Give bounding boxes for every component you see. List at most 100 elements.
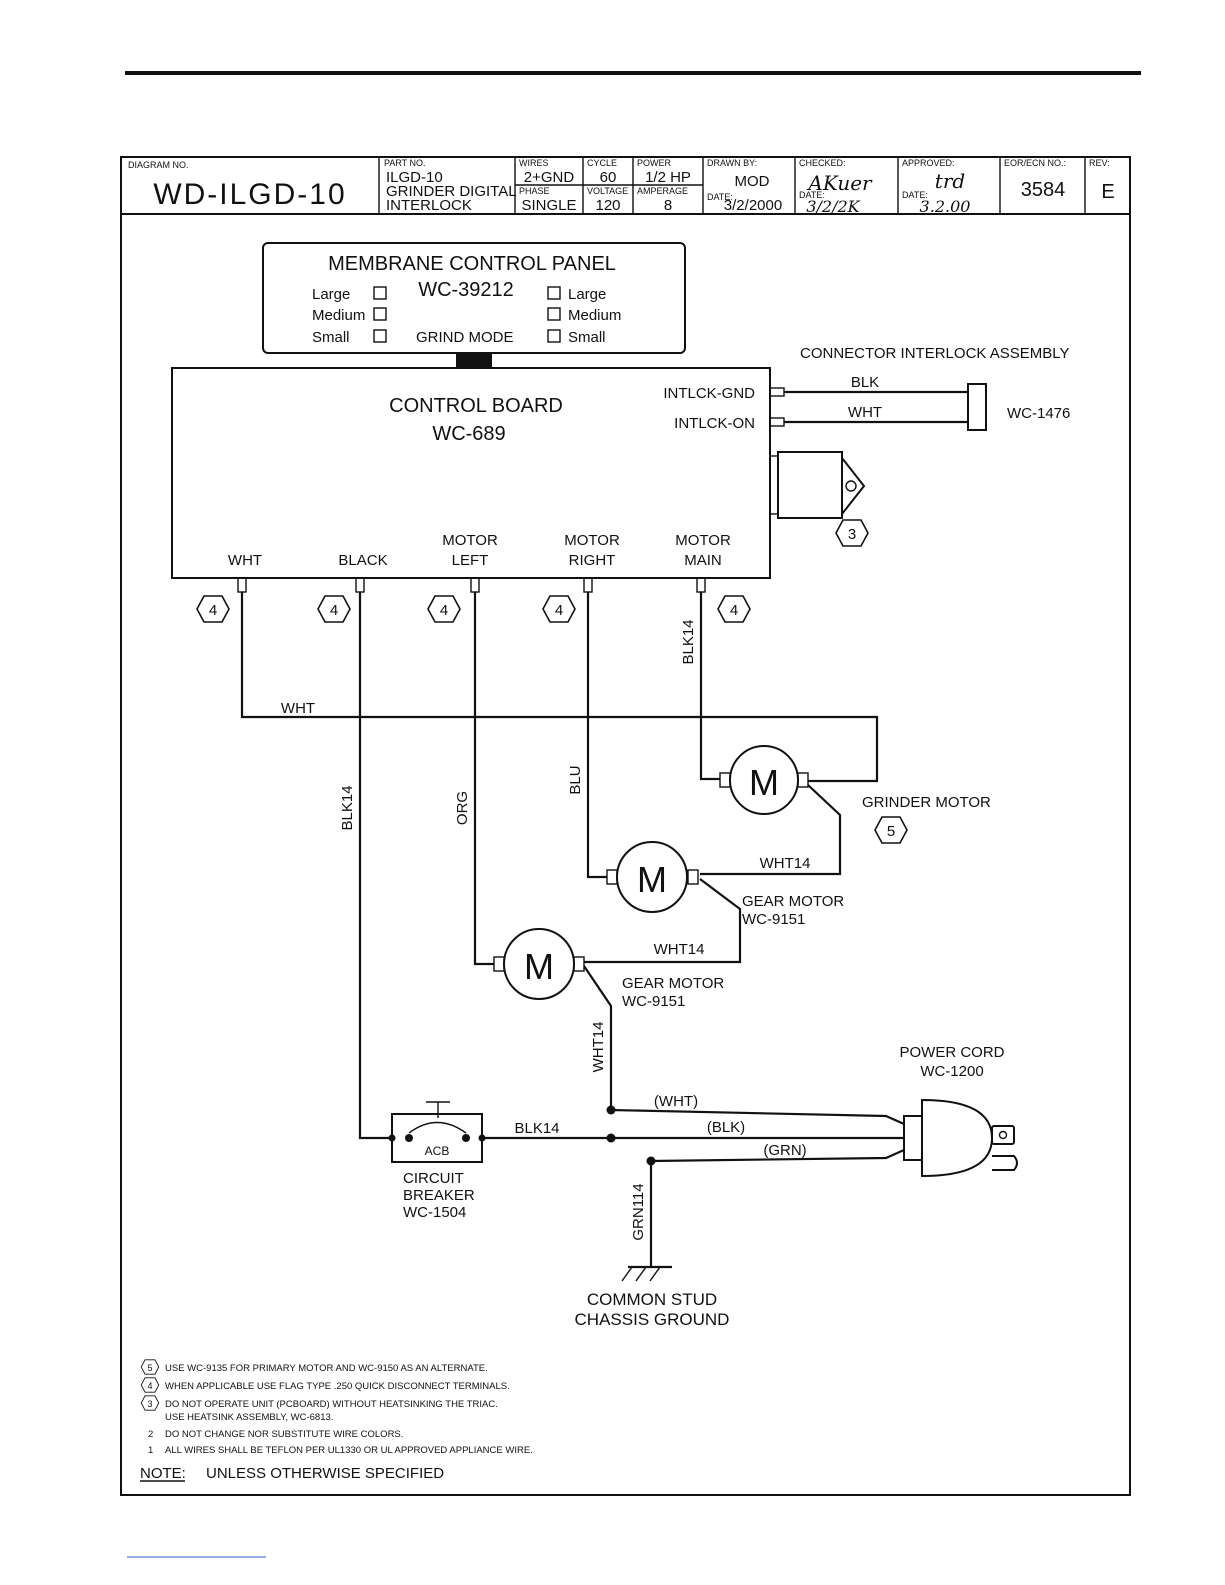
wire-grn114-label: GRN114 [630,1183,647,1240]
control-board: CONTROL BOARD WC-689 INTLCK-GND INTLCK-O… [171,367,866,593]
diagram-no: WD-ILGD-10 [153,178,346,211]
breaker-label-1: CIRCUIT [403,1170,464,1187]
right-medium-label: Medium [568,307,621,324]
wire-wht14-vertical [583,965,613,1110]
eco-value: 3584 [1021,179,1066,201]
right-large-key [547,286,561,300]
diagram-no-label: DIAGRAM NO. [128,160,189,170]
flag-3: 3 [835,519,869,547]
part-no: ILGD-10 [386,169,443,186]
wire-cord-grn [650,1148,905,1163]
wire-org [473,592,494,966]
cycle-label: CYCLE [587,158,617,168]
grind-mode-label: GRIND MODE [416,329,514,346]
wire-wht-label: WHT [281,700,315,717]
wire-blu-label: BLU [567,765,584,794]
wire-blk14-main-label: BLK14 [680,619,697,664]
flag-5-number: 5 [887,823,895,840]
wires-value: 2+GND [524,169,575,186]
power-cord-part: WC-1200 [920,1063,983,1080]
gear-motor-2-symbol: M [524,946,554,987]
wire-wht14-grinder [700,784,842,876]
flag-4-motor-left: 4 [427,595,461,623]
ground-label-1: COMMON STUD [587,1290,717,1309]
wire-wht14-gear-label: WHT14 [654,941,705,958]
note-3b: USE HEATSINK ASSEMBLY, WC-6813. [165,1412,333,1423]
right-small-key [547,329,561,343]
grinder-motor-label: GRINDER MOTOR [862,794,991,811]
terminal-wht [237,577,247,593]
wire-blk14-black-label: BLK14 [339,785,356,830]
wire-wht [240,592,879,783]
term-motor-main-label-2: MAIN [684,552,722,569]
intlck-on-label: INTLCK-ON [674,415,755,432]
intlck-gnd-label: INTLCK-GND [663,385,755,402]
note-4-number: 4 [147,1381,152,1391]
top-rule [125,71,1141,75]
wire-wht14-gear [584,878,742,964]
ribbon-connector [456,353,492,368]
breaker-part: WC-1504 [403,1204,466,1221]
control-board-title: CONTROL BOARD [389,395,563,417]
power-cord-plug: POWER CORD WC-1200 [900,1044,1018,1178]
membrane-part: WC-39212 [418,279,514,301]
checked-signature: AKuer [806,171,873,195]
drawing-frame [120,156,1131,1496]
term-black-label: BLACK [338,552,387,569]
left-large-key [373,286,387,300]
membrane-control-panel: MEMBRANE CONTROL PANEL WC-39212 Large Me… [262,242,686,368]
note-text: UNLESS OTHERWISE SPECIFIED [206,1465,444,1482]
note-5: USE WC-9135 FOR PRIMARY MOTOR AND WC-915… [165,1363,488,1374]
flag-4-motor-main: 4 [717,595,751,623]
right-small-label: Small [568,329,606,346]
note-label: NOTE: [140,1465,186,1482]
gear-motor-1-part: WC-9151 [742,911,805,928]
note-5-number: 5 [147,1363,152,1373]
flag-4-number: 4 [730,602,738,619]
terminal-motor-left [470,577,480,593]
wire-blk14-breaker-label: BLK14 [514,1120,559,1137]
phase-label: PHASE [519,186,550,196]
ground-label-2: CHASSIS GROUND [575,1310,730,1329]
wire-cord-wht-label: (WHT) [654,1093,698,1110]
interlock-blk-label: BLK [851,374,879,391]
triac-heatsink [769,451,866,519]
gear-motor-1-symbol: M [637,859,667,900]
interlock-wht-label: WHT [848,404,882,421]
term-wht-label: WHT [228,552,262,569]
note-2: DO NOT CHANGE NOR SUBSTITUTE WIRE COLORS… [165,1429,403,1440]
note-3-number: 3 [147,1399,152,1409]
term-motor-left-label-2: LEFT [452,552,489,569]
left-medium-key [373,307,387,321]
power-value: 1/2 HP [645,169,691,186]
phase-value: SINGLE [521,197,576,214]
interlock-title: CONNECTOR INTERLOCK ASSEMBLY [800,345,1070,362]
drawn-by-label: DRAWN BY: [707,158,757,168]
right-medium-key [547,307,561,321]
gear-motor-1: M GEAR MOTOR WC-9151 [606,841,844,928]
rev-label: REV: [1089,158,1110,168]
wire-wht14-vertical-label: WHT14 [590,1022,607,1073]
flag-4-number: 4 [555,602,563,619]
power-cord-label: POWER CORD [900,1044,1005,1061]
grinder-motor-symbol: M [749,762,779,803]
right-large-label: Large [568,286,606,303]
approved-date: 3.2.00 [920,197,971,216]
flag-4-motor-right: 4 [542,595,576,623]
drawn-by-value: MOD [735,173,770,190]
interlock-part: WC-1476 [1007,405,1070,422]
flag-4-number: 4 [209,602,217,619]
terminal-motor-main [696,577,706,593]
term-motor-right-label-1: MOTOR [564,532,620,549]
flag-4-wht: 4 [196,595,230,623]
flag-3-number: 3 [848,526,856,543]
notes: 5 USE WC-9135 FOR PRIMARY MOTOR AND WC-9… [140,1359,533,1482]
left-large-label: Large [312,286,350,303]
gear-motor-2-label: GEAR MOTOR [622,975,724,992]
breaker-inner-label: ACB [425,1144,450,1158]
terminal-intlck-on [769,417,785,427]
wiring: WHT BLK14 BLU ORG BLK14 WHT14 WHT14 WHT1… [240,592,905,1267]
voltage-value: 120 [595,197,620,214]
chassis-ground: COMMON STUD CHASSIS GROUND [575,1265,730,1329]
part-no-label: PART NO. [384,158,426,168]
